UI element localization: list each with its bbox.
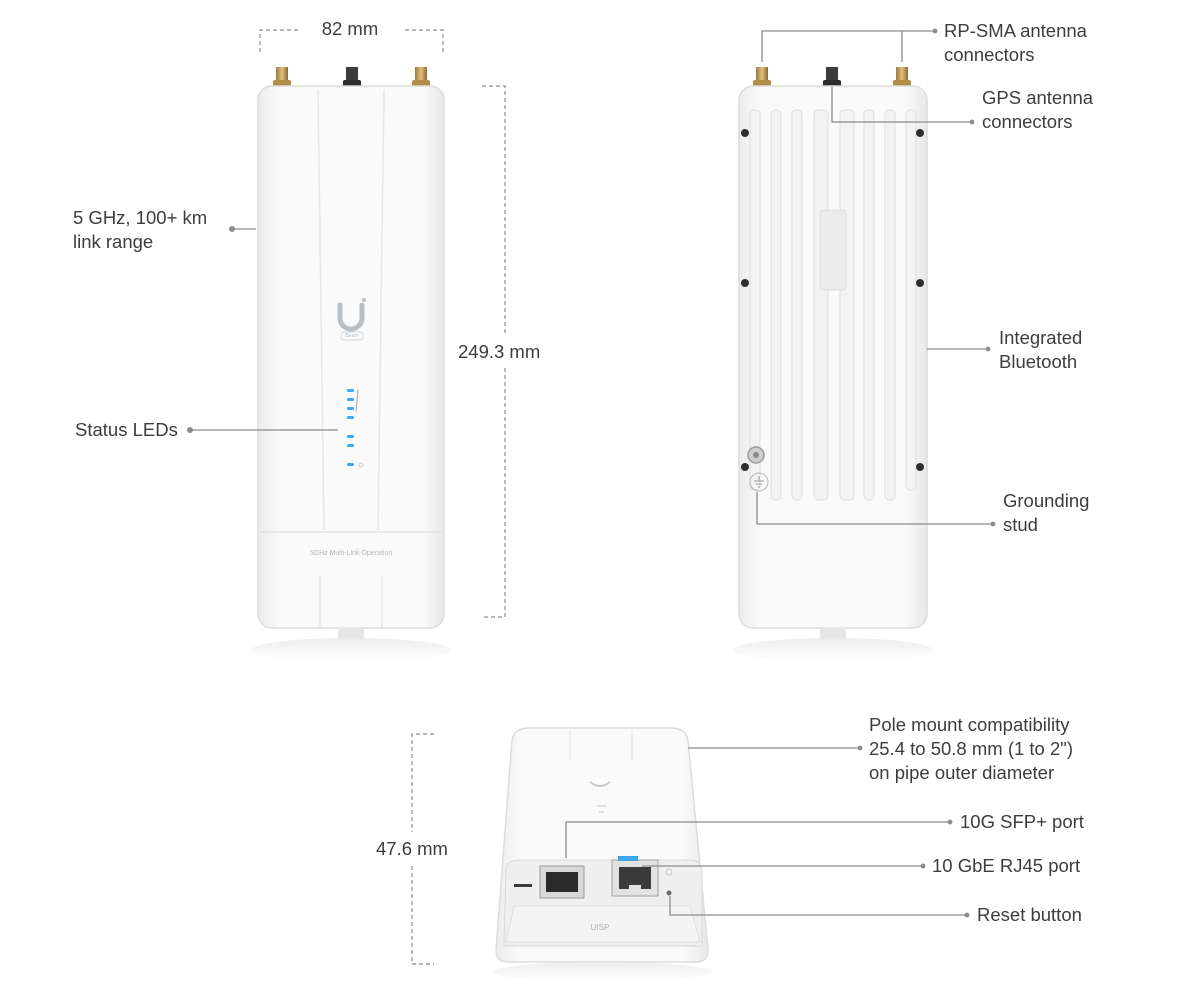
depth-label: 47.6 mm — [376, 838, 448, 859]
back-body — [738, 85, 928, 629]
front-connector-right — [412, 67, 430, 88]
callout-reset: Reset button — [977, 904, 1082, 925]
back-view — [733, 28, 996, 662]
front-body — [257, 85, 445, 629]
width-label: 82 mm — [321, 18, 379, 39]
u-logo-icon — [337, 298, 366, 341]
front-product-label: 5GHz Multi-Link Operation — [310, 550, 393, 557]
heat-sink-fins — [749, 109, 917, 501]
bottom-logo-icon — [589, 781, 611, 787]
back-connector-middle — [823, 67, 841, 88]
front-view: 5GHz Multi-Link Operation — [186, 29, 506, 662]
callout-sfp-port: 10G SFP+ port — [960, 811, 1084, 832]
rj45-port-icon — [611, 856, 659, 897]
callout-link-range: 5 GHz, 100+ km link range — [73, 207, 208, 252]
mount-screws — [741, 129, 924, 471]
grounding-stud-icon — [747, 446, 769, 492]
callout-bluetooth: Integrated Bluetooth — [999, 327, 1083, 372]
front-connector-left — [273, 67, 291, 88]
reset-button-icon — [666, 890, 672, 896]
bottom-uisp-logo: UISP — [591, 923, 610, 932]
callout-pole-mount: Pole mount compatibility 25.4 to 50.8 mm… — [869, 714, 1073, 783]
sfp-port-icon — [514, 865, 585, 899]
back-connector-left — [753, 67, 771, 88]
width-dimension — [259, 29, 444, 52]
depth-dimension — [411, 733, 434, 965]
callout-rj45-port: 10 GbE RJ45 port — [932, 855, 1081, 876]
bottom-view: UISP — [411, 727, 970, 982]
status-led-group — [347, 389, 354, 466]
height-dimension — [482, 85, 506, 618]
logo-badge-text: Beam — [345, 333, 359, 339]
back-connector-right — [893, 67, 911, 88]
front-connector-middle — [343, 67, 361, 88]
callout-gps: GPS antenna connectors — [982, 87, 1094, 132]
callout-grounding: Grounding stud — [1003, 490, 1090, 535]
callout-status-leds: Status LEDs — [75, 419, 178, 440]
height-label: 249.3 mm — [458, 341, 541, 362]
callout-rp-sma: RP-SMA antenna connectors — [944, 20, 1087, 65]
